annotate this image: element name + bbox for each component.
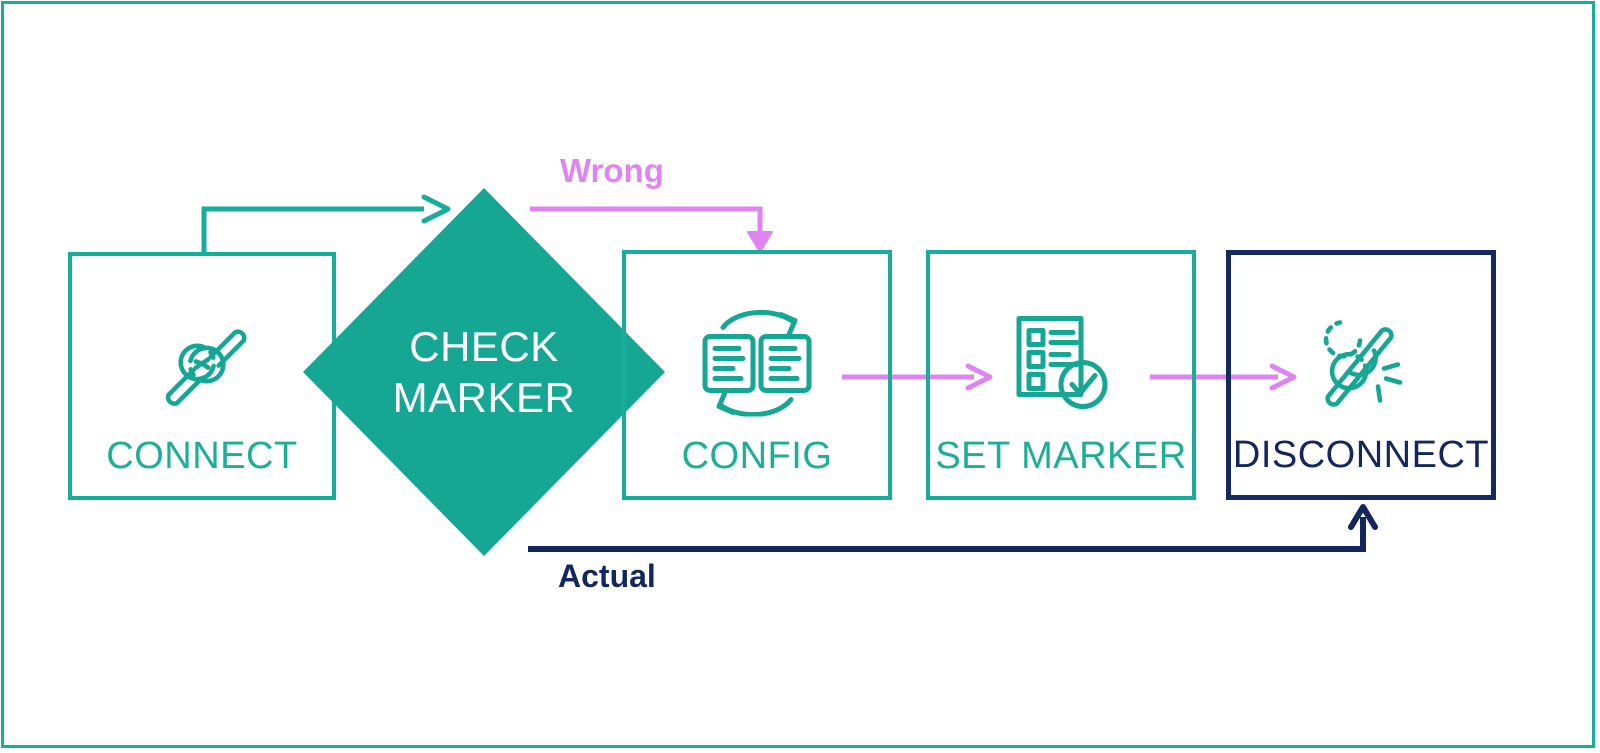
broken-link-icon [150, 312, 254, 421]
node-check-marker-label: CHECK MARKER [303, 321, 665, 423]
node-connect[interactable]: CONNECT [68, 252, 336, 500]
edge-check-marker-to-config [530, 206, 773, 253]
sync-documents-icon [693, 309, 821, 422]
node-set-marker-label: SET MARKER [935, 435, 1187, 477]
edge-set-marker-to-disconnect [1150, 363, 1297, 391]
edge-config-to-set-marker [842, 363, 993, 391]
edge-check-marker-to-disconnect-arrowhead [1348, 504, 1378, 530]
edge-check-marker-to-config-line [530, 206, 763, 232]
node-set-marker[interactable]: SET MARKER [926, 250, 1196, 500]
edge-config-to-set-marker-arrowhead [965, 363, 993, 391]
node-disconnect[interactable]: DISCONNECT [1226, 250, 1496, 500]
edge-label-actual: Actual [558, 558, 656, 594]
node-connect-label: CONNECT [106, 435, 298, 477]
edge-connect-to-check-marker-arrowhead [421, 194, 451, 224]
edge-connect-to-check-marker [201, 194, 451, 252]
edge-check-marker-to-config-arrowhead [747, 231, 773, 253]
edge-set-marker-to-disconnect-arrowhead [1269, 363, 1297, 391]
unlink-icon [1306, 311, 1416, 420]
edge-check-marker-to-disconnect [528, 504, 1378, 552]
edge-check-marker-to-disconnect-line [528, 517, 1366, 552]
node-check-marker-label-line2: MARKER [392, 374, 576, 421]
node-check-marker[interactable]: CHECK MARKER [303, 188, 665, 556]
node-config-label: CONFIG [681, 435, 833, 477]
edge-connect-to-check-marker-line [201, 206, 424, 252]
node-disconnect-label: DISCONNECT [1232, 434, 1490, 476]
node-config[interactable]: CONFIG [622, 250, 892, 500]
edge-label-wrong: Wrong [560, 152, 664, 189]
node-check-marker-label-line1: CHECK [409, 322, 559, 370]
checklist-approved-icon [1009, 311, 1113, 420]
